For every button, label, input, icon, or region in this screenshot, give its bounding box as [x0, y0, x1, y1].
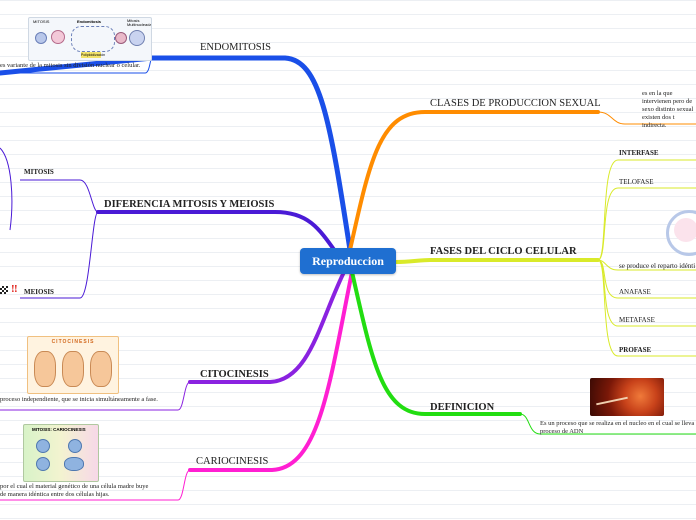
definicion-note-text: Es un proceso que se realiza en el nucle…	[540, 420, 695, 435]
endomitosis-image: MITOSIS Endomitosis Mitosis Multinuclead…	[28, 17, 152, 61]
dividing-cell-icon	[62, 351, 84, 387]
branch-fases[interactable]: FASES DEL CICLO CELULAR	[430, 246, 577, 257]
cell-icon	[36, 457, 50, 471]
root-node[interactable]: Reproduccion	[300, 248, 396, 274]
endomitosis-image-mid-label: Endomitosis	[77, 19, 102, 24]
cell-icon	[129, 30, 145, 46]
checkered-flag-icon	[0, 286, 8, 294]
citocinesis-image-title: CITOCINESIS	[51, 339, 95, 345]
cariocinesis-image-title: MITOSIS: CARIOCINESIS	[32, 427, 86, 432]
double-exclamation-icon: ‼	[11, 283, 18, 295]
connector-cariocinesis	[188, 270, 354, 472]
connector-fases	[394, 258, 600, 264]
dividing-cell-icon	[90, 351, 112, 387]
cell-icon	[115, 32, 127, 44]
cell-icon	[68, 439, 82, 453]
connector-definicion	[350, 270, 522, 416]
fase-reparto: se produce el reparto idénti	[619, 262, 696, 270]
endomitosis-image-footer: Poliploidización	[81, 52, 106, 58]
branch-citocinesis[interactable]: CITOCINESIS	[200, 369, 269, 380]
cell-icon	[36, 439, 50, 453]
cell-icon	[51, 30, 65, 44]
connector-clases	[348, 110, 600, 252]
branch-endomitosis[interactable]: ENDOMITOSIS	[200, 42, 271, 53]
cell-cycle-image	[662, 204, 696, 260]
fase-anafase[interactable]: ANAFASE	[619, 288, 651, 296]
citocinesis-image: CITOCINESIS	[27, 336, 119, 394]
branch-cariocinesis[interactable]: CARIOCINESIS	[196, 456, 269, 467]
diferencia-mitosis[interactable]: MITOSIS	[24, 168, 54, 176]
cell-cycle-icon	[666, 210, 696, 256]
endomitosis-note: es variante de la mitosis sin división n…	[0, 62, 141, 69]
cell-icon	[35, 32, 47, 44]
dividing-cell-icon	[34, 351, 56, 387]
cell-icon	[674, 218, 696, 242]
fase-metafase[interactable]: METAFASE	[619, 316, 655, 324]
cariocinesis-image: MITOSIS: CARIOCINESIS	[23, 424, 99, 482]
clases-note: es en la que intervienen pero de sexo di…	[642, 90, 694, 129]
fase-interfase[interactable]: INTERFASE	[619, 149, 659, 157]
cycle-diagram	[71, 26, 115, 52]
fase-telofase[interactable]: TELOFASE	[619, 178, 654, 186]
citocinesis-note: proceso independiente, que se inicia sim…	[0, 396, 158, 403]
connector-endomitosis	[0, 55, 353, 253]
sperm-icon	[596, 396, 628, 406]
endomitosis-image-right-label: Mitosis Multinucleada	[127, 18, 152, 27]
diferencia-meiosis[interactable]: MEIOSIS	[24, 288, 54, 296]
cariocinesis-note: por el cual el material genético de una …	[0, 483, 149, 498]
endomitosis-image-left-label: MITOSIS	[33, 19, 50, 24]
fase-profase[interactable]: PROFASE	[619, 346, 652, 354]
cell-icon	[64, 457, 84, 471]
definicion-note: Es un proceso que se realiza en el nucle…	[540, 420, 696, 436]
embryo-image	[590, 378, 664, 416]
branch-diferencia[interactable]: DIFERENCIA MITOSIS Y MEIOSIS	[104, 199, 275, 210]
connector-citocinesis	[188, 268, 347, 384]
branch-clases[interactable]: CLASES DE PRODUCCION SEXUAL	[430, 98, 601, 109]
branch-definicion[interactable]: DEFINICION	[430, 402, 495, 413]
